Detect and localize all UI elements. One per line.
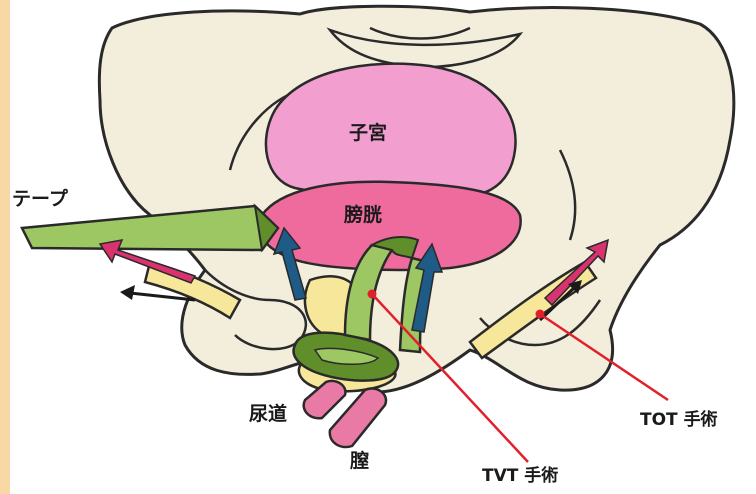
tvt-surgery-label: TVT 手術 xyxy=(482,468,558,485)
uterus-shape xyxy=(266,64,516,199)
bladder-shape xyxy=(259,182,521,270)
tot-surgery-label: TOT 手術 xyxy=(640,412,718,429)
tot-pointer-dot xyxy=(536,310,545,319)
bladder-label: 膀胱 xyxy=(344,206,382,225)
tape-label: テープ xyxy=(12,190,68,209)
urethra-label: 尿道 xyxy=(249,405,287,424)
tvt-pointer-dot xyxy=(368,290,377,299)
uterus-label: 子宮 xyxy=(349,124,387,143)
black-arrow-left-head xyxy=(120,285,135,300)
vagina-tube-left xyxy=(304,381,346,418)
left-border-strip xyxy=(0,0,10,494)
vagina-label: 膣 xyxy=(350,452,369,471)
